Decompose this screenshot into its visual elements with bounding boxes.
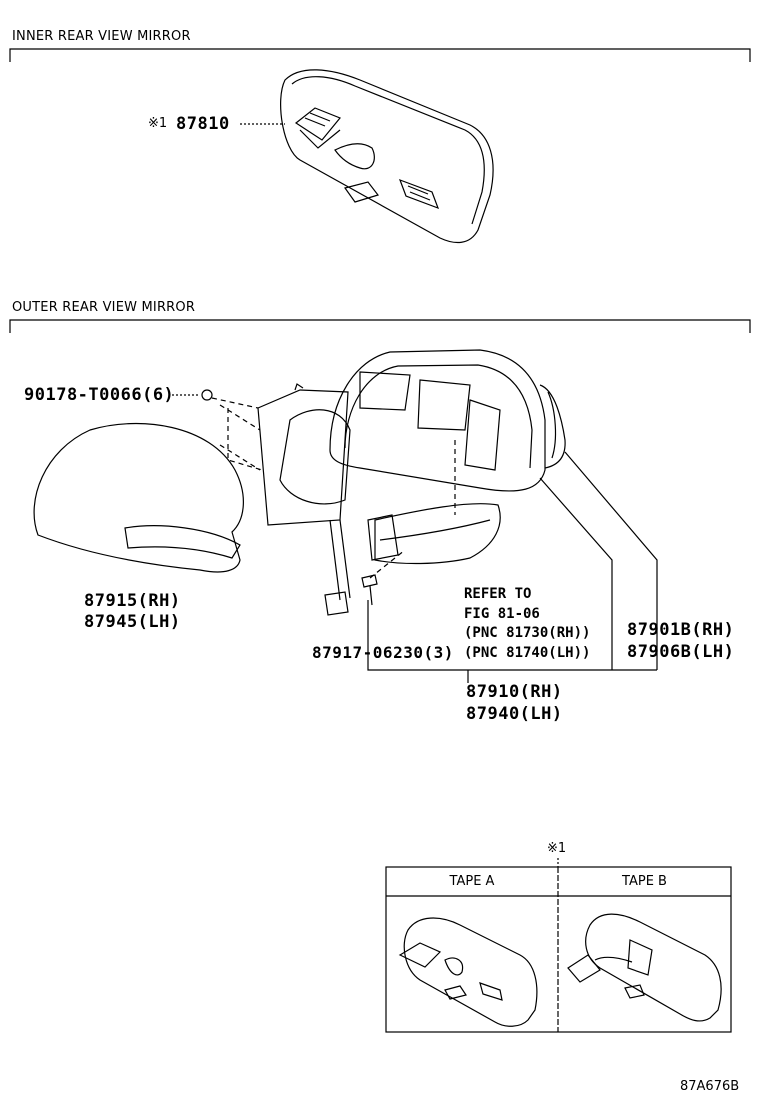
inner-mirror-note-symbol: ※1 <box>148 116 168 131</box>
leader-87901b <box>564 451 658 670</box>
part-87917-06230[interactable]: 87917-06230(3) <box>312 643 454 662</box>
refer-to-line-1: REFER TO <box>464 586 532 602</box>
tape-a-header: TAPE A <box>449 874 495 889</box>
inner-section-title: INNER REAR VIEW MIRROR <box>12 29 191 44</box>
leader-housing-inner <box>539 477 613 670</box>
mirror-base-drawing <box>257 383 351 616</box>
refer-to-line-2[interactable]: FIG 81-06 <box>464 606 540 622</box>
part-87810[interactable]: 87810 <box>176 114 230 134</box>
assembly-lines <box>211 397 456 579</box>
part-90178-t0066[interactable]: 90178-T0066(6) <box>24 385 175 405</box>
part-87910-rh[interactable]: 87910(RH) <box>466 682 563 702</box>
figure-code: 87A676B <box>680 1079 740 1094</box>
mirror-housing-drawing <box>329 349 566 492</box>
mirror-cover-drawing <box>33 422 244 573</box>
tape-table-note-symbol: ※1 <box>547 841 567 856</box>
bracket-assy <box>367 600 657 671</box>
part-87915-rh[interactable]: 87915(RH) <box>84 591 181 611</box>
part-87945-lh[interactable]: 87945(LH) <box>84 612 181 632</box>
small-screw-drawing <box>361 574 378 588</box>
outer-section-frame <box>9 319 751 333</box>
tape-a-mirror-drawing <box>398 917 538 1027</box>
tape-table <box>385 866 732 1033</box>
part-87940-lh[interactable]: 87940(LH) <box>466 704 563 724</box>
outer-section-title: OUTER REAR VIEW MIRROR <box>12 300 196 315</box>
tape-b-mirror-drawing <box>567 913 722 1022</box>
part-87906b-lh[interactable]: 87906B(LH) <box>627 642 735 662</box>
turn-signal-drawing <box>367 503 501 565</box>
inner-section-frame <box>9 48 751 62</box>
refer-to-line-3: (PNC 81730(RH)) <box>464 625 591 641</box>
nut-drawing <box>201 389 213 401</box>
refer-to-line-4: (PNC 81740(LH)) <box>464 645 591 661</box>
inner-mirror-drawing <box>280 69 494 244</box>
tape-b-header: TAPE B <box>622 874 667 889</box>
part-87901b-rh[interactable]: 87901B(RH) <box>627 620 735 640</box>
